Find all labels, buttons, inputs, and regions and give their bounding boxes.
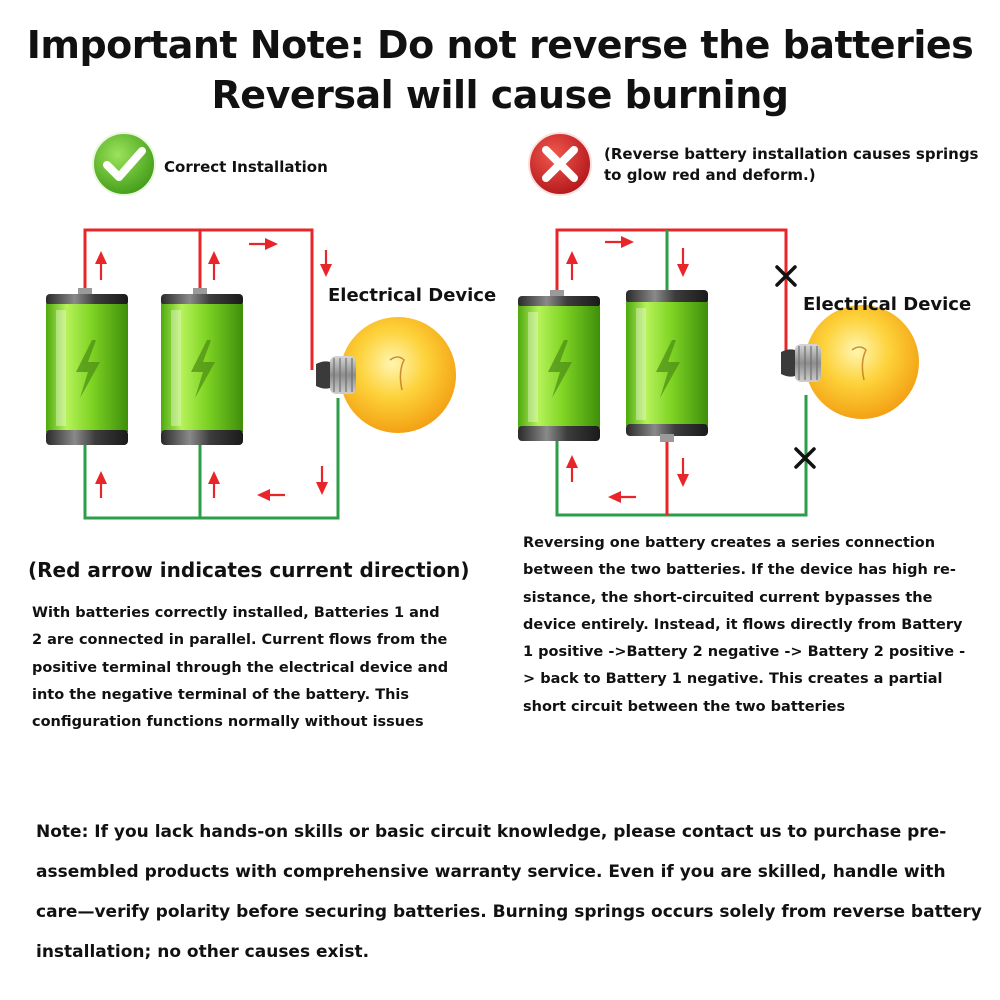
check-icon: [92, 132, 156, 196]
arrow-up: [566, 251, 578, 280]
title-line-1: Important Note: Do not reverse the batte…: [26, 23, 974, 67]
correct-installation-label: Correct Installation: [164, 158, 328, 176]
arrow-right: [249, 238, 278, 250]
battery-icon: [161, 288, 243, 445]
reverse-installation-description: Reversing one battery creates a series c…: [523, 535, 966, 715]
battery-icon: [46, 288, 128, 445]
light-bulb-icon: [781, 305, 919, 419]
title-line-2: Reversal will cause burning: [211, 73, 789, 117]
arrow-down: [316, 466, 328, 495]
arrow-down: [677, 458, 689, 487]
left-negative-wire: [83, 398, 340, 520]
arrow-left: [608, 491, 636, 503]
arrow-up: [208, 251, 220, 280]
left-wires: [83, 228, 340, 520]
arrow-up: [95, 251, 107, 280]
warning-note: Note: If you lack hands-on skills or bas…: [36, 822, 982, 962]
arrow-up: [566, 455, 578, 482]
arrow-right: [605, 236, 634, 248]
x-mark-icon: [794, 447, 816, 469]
light-bulb-icon: [316, 317, 456, 433]
right-device-label: Electrical Device: [803, 294, 972, 315]
left-device-label: Electrical Device: [328, 285, 497, 306]
current-arrows: [95, 236, 689, 503]
reverse-installation-label: (Reverse battery installation causes spr…: [604, 145, 979, 184]
correct-installation-description: With batteries correctly installed, Batt…: [32, 605, 449, 731]
battery-icon: [518, 290, 600, 441]
battery-icon: [626, 290, 708, 442]
right-positive-wire: [555, 228, 788, 360]
x-mark-icon: [775, 265, 797, 287]
arrow-left: [257, 489, 285, 501]
arrow-up: [208, 471, 220, 498]
arrow-up: [95, 471, 107, 498]
cross-icon: [528, 132, 592, 196]
arrow-down: [320, 250, 332, 277]
arrow-legend-note: (Red arrow indicates current direction): [28, 558, 470, 582]
arrow-down: [677, 248, 689, 277]
